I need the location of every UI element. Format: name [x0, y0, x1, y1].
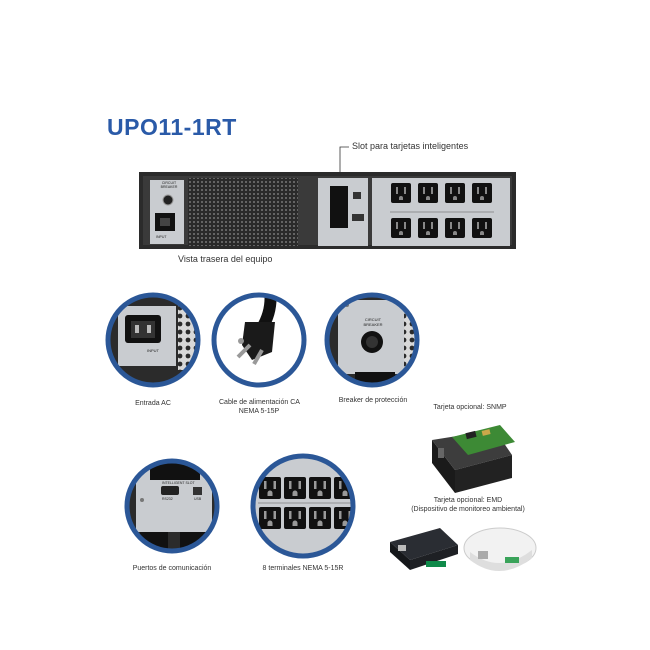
- usb-text: USB: [194, 497, 202, 501]
- rear-view-label: Vista trasera del equipo: [178, 254, 273, 264]
- emd-label-2: (Dispositivo de monitoreo ambiental): [411, 506, 525, 513]
- ac-cable-label-1: Cable de alimentación CA: [219, 399, 300, 406]
- breaker-label: Breaker de protección: [338, 397, 408, 404]
- intelligent-slot-text: INTELLIGENT SLOT: [162, 481, 195, 485]
- small-input-text: INPUT: [156, 235, 167, 239]
- comm-ports-label: Puertos de comunicación: [132, 565, 212, 572]
- ac-input-label: Entrada AC: [135, 400, 171, 407]
- ac-cable-label-2: NEMA 5-15P: [238, 408, 280, 415]
- small-breaker-text: CIRCUIT BREAKER: [160, 181, 178, 189]
- circle-breaker-text: BREAKER: [363, 322, 383, 327]
- slot-label: Slot para tarjetas inteligentes: [352, 141, 469, 151]
- model-title: UPO11-1RT: [107, 114, 237, 140]
- circle-input-text: INPUT: [147, 348, 159, 353]
- emd-label-1: Tarjeta opcional: EMD: [433, 497, 503, 504]
- snmp-label: Tarjeta opcional: SNMP: [433, 404, 507, 411]
- rs232-text: RS232: [162, 497, 173, 501]
- circle-circuit-text: CIRCUIT: [364, 317, 382, 322]
- outlets-label: 8 terminales NEMA 5-15R: [262, 565, 344, 572]
